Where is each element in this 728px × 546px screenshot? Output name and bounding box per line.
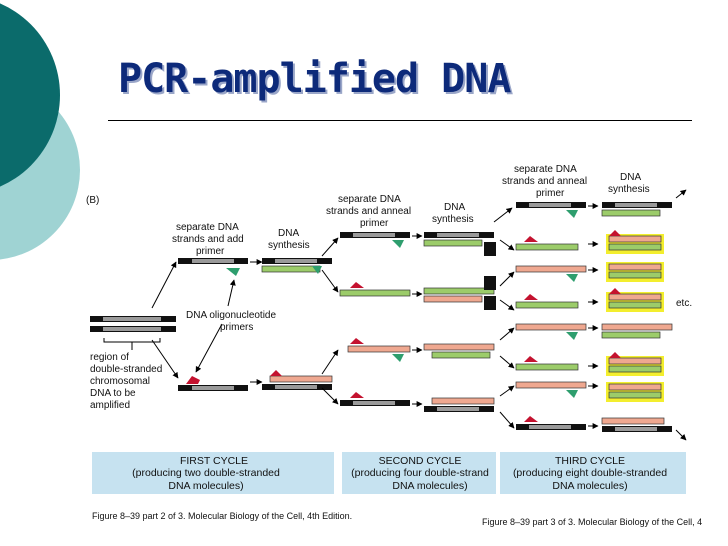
cycle2-products — [423, 232, 496, 412]
svg-text:FIRST CYCLE: FIRST CYCLE — [180, 455, 248, 467]
cycle-caption-2: SECOND CYCLE (producing four double-stra… — [351, 455, 489, 492]
label-separate-anneal-2: separate DNA strands and anneal primer — [502, 164, 587, 199]
svg-text:DNA oligonucleotide: DNA oligonucleotide — [186, 310, 276, 321]
svg-text:separate DNA: separate DNA — [176, 222, 239, 233]
cycle1-bottom-strand — [178, 376, 248, 391]
cycle1-top-strand — [178, 258, 248, 276]
cycle3-strands — [515, 202, 587, 430]
cycle-band-3 — [500, 452, 686, 494]
svg-text:primer: primer — [196, 246, 225, 257]
svg-text:primer: primer — [360, 218, 389, 229]
svg-text:double-stranded: double-stranded — [90, 364, 162, 375]
svg-text:DNA molecules): DNA molecules) — [168, 480, 243, 492]
label-separate-anneal-1: separate DNA strands and anneal primer — [326, 194, 411, 229]
svg-text:DNA molecules): DNA molecules) — [392, 480, 467, 492]
svg-text:synthesis: synthesis — [608, 184, 650, 195]
etc-label: etc. — [676, 298, 692, 309]
svg-text:region of: region of — [90, 352, 129, 363]
svg-text:synthesis: synthesis — [432, 214, 474, 225]
cycle1-product-top — [261, 258, 332, 274]
svg-text:strands and add: strands and add — [172, 234, 244, 245]
svg-text:DNA: DNA — [620, 172, 641, 183]
svg-text:chromosomal: chromosomal — [90, 376, 150, 387]
cycle3-arrows — [493, 207, 515, 429]
svg-text:DNA: DNA — [278, 228, 299, 239]
svg-text:synthesis: synthesis — [268, 240, 310, 251]
cycle3-products — [601, 202, 673, 432]
cycle3-synthesis-arrows — [588, 203, 599, 429]
svg-text:(producing eight double-strand: (producing eight double-stranded — [513, 467, 667, 479]
label-dna-synthesis-1: DNA synthesis — [268, 228, 310, 251]
svg-text:strands and anneal: strands and anneal — [502, 176, 587, 187]
cycle2-strands — [339, 232, 411, 406]
svg-text:DNA molecules): DNA molecules) — [552, 480, 627, 492]
slide-title: PCR-amplified DNA — [118, 56, 511, 102]
cycle-caption-1: FIRST CYCLE (producing two double-strand… — [132, 455, 280, 492]
label-dna-synthesis-3: DNA synthesis — [608, 172, 650, 195]
svg-text:strands and anneal: strands and anneal — [326, 206, 411, 217]
label-dna-synthesis-2: DNA synthesis — [432, 202, 474, 225]
svg-text:THIRD CYCLE: THIRD CYCLE — [555, 455, 625, 467]
svg-text:(producing four double-strand: (producing four double-strand — [351, 467, 489, 479]
label-oligo-primers: DNA oligonucleotide primers — [186, 310, 276, 333]
svg-text:separate DNA: separate DNA — [514, 164, 577, 175]
chromosomal-dna — [90, 316, 176, 350]
svg-text:primer: primer — [536, 188, 565, 199]
svg-text:SECOND CYCLE: SECOND CYCLE — [379, 455, 462, 467]
svg-text:separate DNA: separate DNA — [338, 194, 401, 205]
svg-text:primers: primers — [220, 322, 253, 333]
cycle1-product-bottom — [262, 370, 333, 390]
label-separate-add-primer: separate DNA strands and add primer — [172, 222, 244, 257]
svg-text:DNA to be: DNA to be — [90, 388, 136, 399]
cycle-caption-3: THIRD CYCLE (producing eight double-stra… — [513, 455, 667, 492]
svg-text:(producing two double-stranded: (producing two double-stranded — [132, 467, 280, 479]
svg-text:DNA: DNA — [444, 202, 465, 213]
footer-left: Figure 8–39 part 2 of 3. Molecular Biolo… — [92, 511, 352, 521]
panel-label: (B) — [86, 195, 99, 206]
footer-right: Figure 8–39 part 3 of 3. Molecular Biolo… — [482, 517, 702, 527]
cycle-band-2 — [342, 452, 496, 494]
cycle-band-1 — [92, 452, 334, 494]
region-label: region of double-stranded chromosomal DN… — [90, 352, 162, 411]
svg-text:amplified: amplified — [90, 400, 130, 411]
title-underline — [108, 120, 692, 121]
